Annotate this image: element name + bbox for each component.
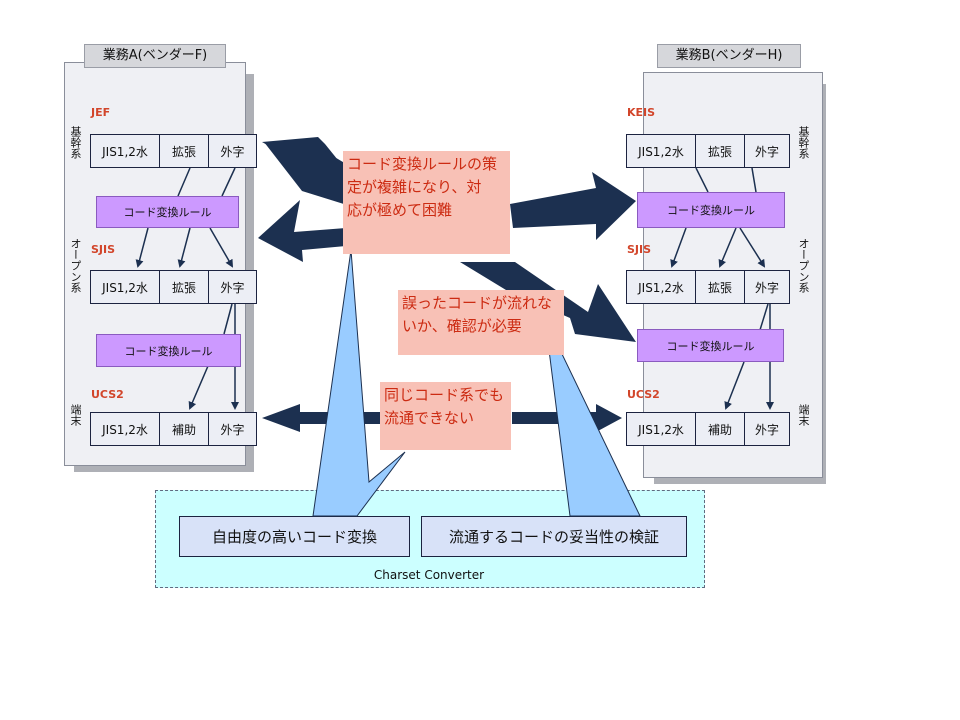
left-mid-cell-ext: 拡張 — [159, 270, 209, 304]
right-mid-cell-ext: 拡張 — [695, 270, 745, 304]
arrow-to-left-bottom — [262, 404, 384, 432]
left-bot-cell-gaiji: 外字 — [208, 412, 257, 446]
callout-cannot-flow: 同じコード系でも 流通できない — [380, 382, 511, 450]
left-tier-mid: オープン系 — [69, 238, 82, 293]
right-panel-title: 業務B(ベンダーH) — [657, 44, 801, 68]
callout-complex-rules: コード変換ルールの策 定が複雑になり、対 応が極めて困難 — [343, 151, 510, 254]
right-top-cell-jis: JIS1,2水 — [626, 134, 696, 168]
left-top-cell-gaiji: 外字 — [208, 134, 257, 168]
callout-verify-codes: 誤ったコードが流れな いか、確認が必要 — [398, 290, 564, 355]
right-code-bot: UCS2 — [627, 388, 660, 401]
callout-complex-rules-line2: 定が複雑になり、対 — [347, 178, 482, 196]
right-conversion-rule-top: コード変換ルール — [637, 192, 785, 228]
left-conversion-rule-top: コード変換ルール — [96, 196, 239, 228]
right-bot-cell-aux: 補助 — [695, 412, 745, 446]
right-mid-cell-gaiji: 外字 — [744, 270, 790, 304]
left-top-cell-jis: JIS1,2水 — [90, 134, 160, 168]
left-tier-top: 基幹系 — [69, 126, 82, 159]
pointer-validation — [548, 349, 641, 517]
converter-box-flexible-conversion: 自由度の高いコード変換 — [179, 516, 410, 557]
left-panel-title: 業務A(ベンダーF) — [84, 44, 226, 68]
left-bot-cell-jis: JIS1,2水 — [90, 412, 160, 446]
callout-complex-rules-line1: コード変換ルールの策 — [347, 155, 498, 173]
left-code-top: JEF — [91, 106, 111, 119]
pointer-flexible-conversion — [312, 249, 406, 517]
left-top-cell-ext: 拡張 — [159, 134, 209, 168]
left-code-mid: SJIS — [91, 243, 116, 256]
right-tier-mid: オープン系 — [797, 238, 810, 293]
arrow-to-right-top — [510, 172, 636, 240]
right-code-top: KEIS — [627, 106, 656, 119]
left-mid-cell-gaiji: 外字 — [208, 270, 257, 304]
right-tier-bot: 端末 — [797, 404, 810, 426]
callout-verify-codes-line1: 誤ったコードが流れな — [402, 294, 553, 312]
arrow-to-left-mid — [258, 200, 346, 262]
right-top-cell-gaiji: 外字 — [744, 134, 790, 168]
converter-box-validation: 流通するコードの妥当性の検証 — [421, 516, 687, 557]
right-conversion-rule-bottom: コード変換ルール — [637, 329, 784, 362]
callout-verify-codes-line2: いか、確認が必要 — [402, 317, 522, 335]
callout-cannot-flow-line1: 同じコード系でも — [384, 386, 505, 404]
right-conversion-lines — [670, 167, 774, 410]
callout-cannot-flow-line2: 流通できない — [384, 409, 475, 427]
left-bot-cell-aux: 補助 — [159, 412, 209, 446]
converter-label: Charset Converter — [373, 568, 485, 582]
left-system-panel — [64, 62, 246, 466]
right-bot-cell-gaiji: 外字 — [744, 412, 790, 446]
left-conversion-rule-bottom: コード変換ルール — [96, 334, 241, 367]
right-mid-cell-jis: JIS1,2水 — [626, 270, 696, 304]
callout-complex-rules-line3: 応が極めて困難 — [347, 201, 453, 219]
right-tier-top: 基幹系 — [797, 126, 810, 159]
left-code-bot: UCS2 — [91, 388, 124, 401]
right-code-mid: SJIS — [627, 243, 652, 256]
left-tier-bot: 端末 — [69, 404, 82, 426]
right-top-cell-ext: 拡張 — [695, 134, 745, 168]
right-bot-cell-jis: JIS1,2水 — [626, 412, 696, 446]
